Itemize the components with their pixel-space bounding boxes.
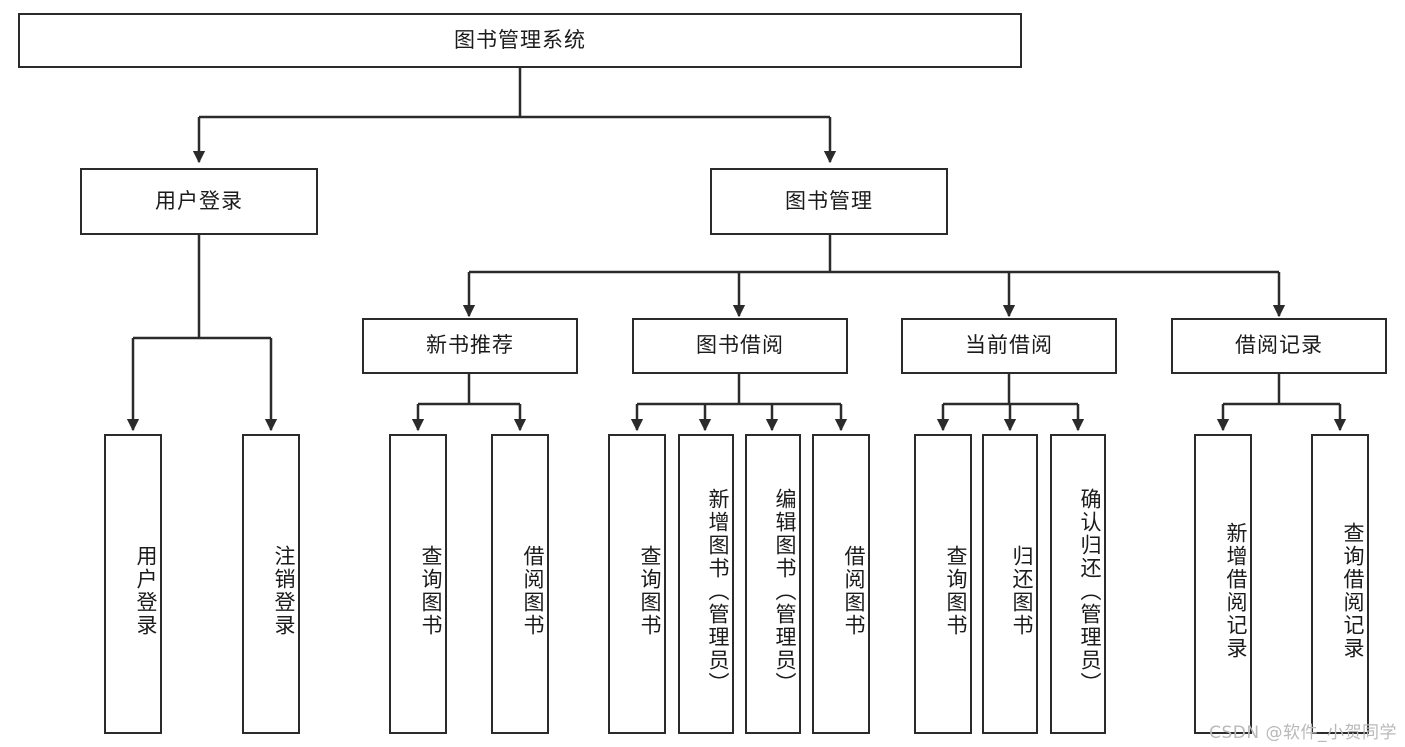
node-leaf-return-book[interactable]: 归还图书 (982, 434, 1038, 734)
node-leaf-query-book-recommend-label: 查询图书 (419, 545, 443, 637)
node-user-login[interactable]: 用户登录 (80, 168, 318, 235)
node-leaf-add-borrow-record-label: 新增借阅记录 (1224, 522, 1248, 660)
node-leaf-logout-label: 注销登录 (272, 545, 296, 637)
node-borrow-record-label: 借阅记录 (1235, 333, 1323, 358)
node-user-login-label: 用户登录 (155, 188, 243, 213)
node-leaf-return-book-label: 归还图书 (1010, 545, 1034, 637)
node-leaf-query-book-current[interactable]: 查询图书 (914, 434, 972, 734)
node-new-book-recommend[interactable]: 新书推荐 (362, 318, 578, 374)
csdn-watermark: CSDN @软件_小贺同学 (1209, 723, 1397, 743)
node-leaf-user-login-label: 用户登录 (134, 545, 158, 637)
node-leaf-query-book-borrow-label: 查询图书 (638, 545, 662, 637)
node-new-book-recommend-label: 新书推荐 (426, 333, 514, 358)
node-leaf-add-book-admin-label: 新增图书（管理员） (706, 487, 730, 695)
node-leaf-edit-book-admin-label: 编辑图书（管理员） (773, 487, 797, 695)
node-leaf-confirm-return-admin[interactable]: 确认归还（管理员） (1050, 434, 1106, 734)
node-leaf-add-book-admin[interactable]: 新增图书（管理员） (678, 434, 734, 734)
node-leaf-query-book-borrow[interactable]: 查询图书 (608, 434, 666, 734)
node-current-borrow-label: 当前借阅 (965, 333, 1053, 358)
node-book-management[interactable]: 图书管理 (710, 168, 948, 235)
node-book-borrow[interactable]: 图书借阅 (632, 318, 848, 374)
node-leaf-borrow-book-recommend[interactable]: 借阅图书 (491, 434, 549, 734)
node-book-borrow-label: 图书借阅 (696, 333, 784, 358)
node-leaf-logout[interactable]: 注销登录 (242, 434, 300, 734)
node-leaf-query-borrow-record[interactable]: 查询借阅记录 (1311, 434, 1369, 734)
node-book-management-label: 图书管理 (785, 188, 873, 213)
node-leaf-user-login[interactable]: 用户登录 (104, 434, 162, 734)
node-borrow-record[interactable]: 借阅记录 (1171, 318, 1387, 374)
node-leaf-edit-book-admin[interactable]: 编辑图书（管理员） (745, 434, 801, 734)
node-root[interactable]: 图书管理系统 (18, 13, 1022, 68)
node-leaf-borrow-book-recommend-label: 借阅图书 (521, 545, 545, 637)
node-leaf-borrow-book-label: 借阅图书 (842, 545, 866, 637)
node-root-label: 图书管理系统 (454, 27, 586, 52)
node-current-borrow[interactable]: 当前借阅 (901, 318, 1117, 374)
node-leaf-add-borrow-record[interactable]: 新增借阅记录 (1194, 434, 1252, 734)
node-leaf-borrow-book[interactable]: 借阅图书 (812, 434, 870, 734)
node-leaf-confirm-return-admin-label: 确认归还（管理员） (1078, 487, 1102, 695)
node-leaf-query-borrow-record-label: 查询借阅记录 (1341, 522, 1365, 660)
node-leaf-query-book-current-label: 查询图书 (944, 545, 968, 637)
node-leaf-query-book-recommend[interactable]: 查询图书 (389, 434, 447, 734)
